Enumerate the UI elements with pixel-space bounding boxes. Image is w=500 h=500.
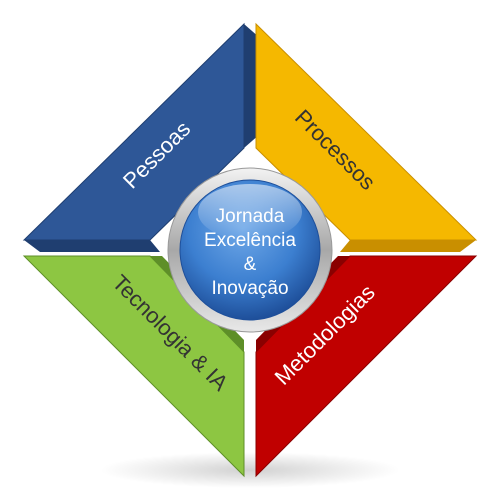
floor-shadow bbox=[100, 452, 400, 488]
quadrant-processos bbox=[255, 22, 478, 252]
center-line-2: Excelência bbox=[204, 230, 296, 251]
center-line-4: Inovação bbox=[211, 278, 288, 299]
center-hub: Jornada Excelência & Inovação bbox=[167, 167, 333, 333]
center-line-1: Jornada bbox=[216, 206, 285, 227]
center-gloss bbox=[198, 184, 302, 240]
center-line-3: & bbox=[244, 254, 257, 275]
